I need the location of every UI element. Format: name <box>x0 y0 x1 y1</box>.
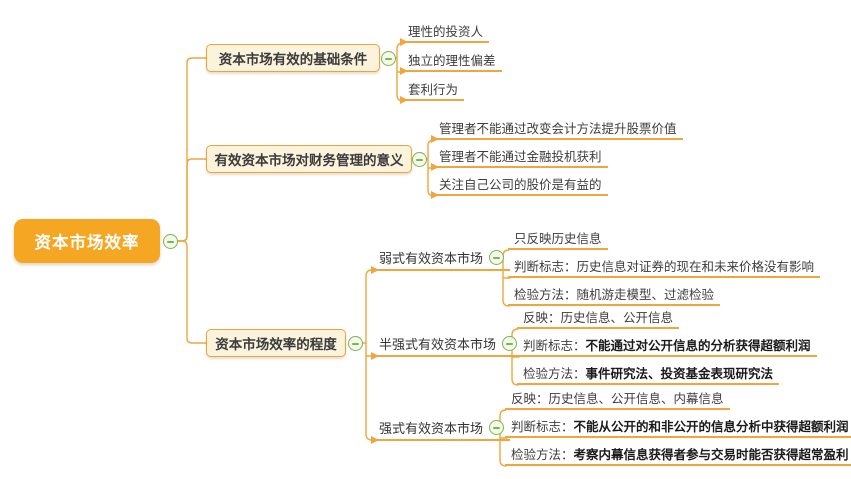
subtopic-label: 弱式有效资本市场 <box>379 251 484 266</box>
subtopic-rational-investors[interactable]: 理性的投资人 <box>399 24 490 46</box>
main-topic-efficiency-degrees[interactable]: 资本市场效率的程度 <box>206 329 346 357</box>
leaf-strong-reflects[interactable]: 反映：历史信息、公开信息、内幕信息 <box>505 391 730 410</box>
collapse-icon[interactable] <box>489 250 505 265</box>
subtopic-arbitrage[interactable]: 套利行为 <box>399 82 465 104</box>
collapse-icon[interactable] <box>381 51 396 66</box>
subtopic-no-accounting-tricks[interactable]: 管理者不能通过改变会计方法提升股票价值 <box>431 121 683 143</box>
root-topic[interactable]: 资本市场效率 <box>14 219 160 263</box>
main-topic-basic-conditions[interactable]: 资本市场有效的基础条件 <box>206 44 380 72</box>
subtopic-independent-bias[interactable]: 独立的理性偏差 <box>400 53 502 75</box>
leaf-strong-test-methods[interactable]: 检验方法：考察内幕信息获得者参与交易时能否获得超常盈利 <box>505 447 851 466</box>
subtopic-label: 强式有效资本市场 <box>379 421 484 436</box>
leaf-weak-reflects[interactable]: 只反映历史信息 <box>508 231 608 250</box>
subtopic-label: 半强式有效资本市场 <box>379 337 497 352</box>
subtopic-weak-form[interactable]: 弱式有效资本市场 <box>370 250 511 274</box>
leaf-semistrong-test-methods[interactable]: 检验方法：事件研究法、投资基金表现研究法 <box>517 366 780 385</box>
collapse-icon[interactable] <box>502 336 518 351</box>
collapse-icon[interactable] <box>412 152 427 167</box>
collapse-icon[interactable] <box>348 336 363 351</box>
collapse-icon[interactable] <box>489 420 505 435</box>
subtopic-strong-form[interactable]: 强式有效资本市场 <box>370 420 511 444</box>
subtopic-watch-own-stock-price[interactable]: 关注自己公司的股价是有益的 <box>431 177 608 199</box>
leaf-weak-test-methods[interactable]: 检验方法：随机游走模型、过滤检验 <box>508 287 721 306</box>
subtopic-no-speculation-profit[interactable]: 管理者不能通过金融投机获利 <box>431 149 608 171</box>
collapse-icon[interactable] <box>163 234 178 249</box>
leaf-semistrong-criterion[interactable]: 判断标志：不能通过对公开信息的分析获得超额利润 <box>517 338 817 357</box>
leaf-weak-criterion[interactable]: 判断标志：历史信息对证券的现在和未来价格没有影响 <box>508 259 821 278</box>
leaf-semistrong-reflects[interactable]: 反映：历史信息、公开信息 <box>517 310 680 329</box>
leaf-strong-criterion[interactable]: 判断标志：不能从公开的和非公开的信息分析中获得超额利润 <box>505 419 851 438</box>
main-topic-financial-management-implications[interactable]: 有效资本市场对财务管理的意义 <box>206 145 412 173</box>
subtopic-semi-strong-form[interactable]: 半强式有效资本市场 <box>370 336 524 360</box>
